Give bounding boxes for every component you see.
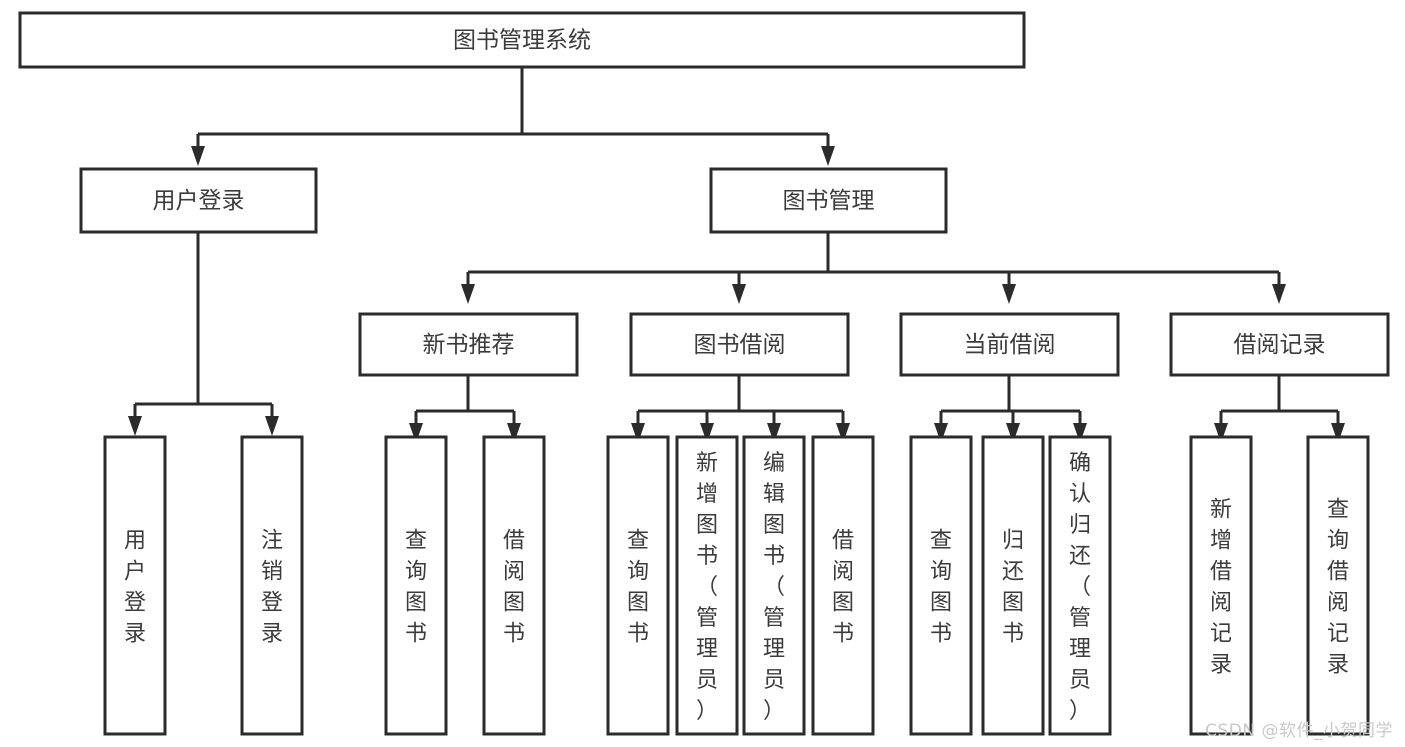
node-level3-借阅记录[interactable]: 借阅记录: [1169, 312, 1390, 377]
node-leaf-用户登录-注销登录[interactable]: 注销登录: [240, 435, 304, 736]
node-leaf-图书借阅-借阅图书-box[interactable]: [811, 435, 875, 736]
node-leaf-当前借阅-归还图书-label: 归还图书: [1002, 529, 1024, 647]
node-leaf-用户登录-注销登录-box[interactable]: [240, 435, 304, 736]
node-level3-当前借阅-box[interactable]: [899, 312, 1120, 377]
arrow-head-icon: [1002, 284, 1016, 304]
node-level3-新书推荐-label: 新书推荐: [423, 332, 515, 358]
connector-bookmgmt-to-level3: [461, 232, 1286, 304]
arrow-head-icon: [934, 423, 948, 443]
node-leaf-用户登录-用户登录-label: 用户登录: [124, 529, 146, 647]
node-leaf-图书借阅-查询图书[interactable]: 查询图书: [606, 435, 670, 736]
node-level3-当前借阅-label: 当前借阅: [964, 332, 1056, 358]
node-leaf-借阅记录-查询借阅记录-box[interactable]: [1306, 435, 1370, 736]
connector-level3-0-to-leaves: [409, 375, 521, 443]
node-root-图书管理系统-box[interactable]: [18, 11, 1026, 69]
arrow-head-icon: [265, 416, 279, 436]
arrow-head-icon: [821, 146, 835, 166]
node-leaf-图书借阅-新增图书管理员-label: 新增图书（管理员）: [696, 451, 718, 724]
node-leaf-图书借阅-查询图书-label: 查询图书: [627, 529, 649, 647]
node-leaf-图书借阅-新增图书管理员-box[interactable]: [675, 435, 739, 736]
node-level2-图书管理-box[interactable]: [709, 167, 948, 234]
node-leaf-当前借阅-查询图书[interactable]: 查询图书: [909, 435, 973, 736]
node-leaf-新书推荐-查询图书-box[interactable]: [384, 435, 448, 736]
connector-layer: [128, 67, 1345, 443]
node-leaf-当前借阅-确认归还管理员[interactable]: 确认归还（管理员）: [1048, 435, 1112, 736]
node-level2-图书管理[interactable]: 图书管理: [709, 167, 948, 234]
node-leaf-图书借阅-编辑图书管理员-label: 编辑图书（管理员）: [763, 451, 785, 724]
node-leaf-用户登录-用户登录[interactable]: 用户登录: [103, 435, 167, 736]
node-level2-图书管理-label: 图书管理: [783, 188, 875, 214]
node-leaf-当前借阅-查询图书-label: 查询图书: [930, 529, 952, 647]
arrow-head-icon: [191, 146, 205, 166]
node-leaf-新书推荐-借阅图书-label: 借阅图书: [503, 529, 525, 647]
node-leaf-当前借阅-确认归还管理员-label: 确认归还（管理员）: [1069, 451, 1091, 724]
node-leaf-借阅记录-新增借阅记录[interactable]: 新增借阅记录: [1189, 435, 1253, 736]
node-level2-用户登录[interactable]: 用户登录: [79, 167, 318, 234]
node-level2-用户登录-box[interactable]: [79, 167, 318, 234]
node-level3-当前借阅[interactable]: 当前借阅: [899, 312, 1120, 377]
node-leaf-图书借阅-编辑图书管理员[interactable]: 编辑图书（管理员）: [742, 435, 806, 736]
node-level3-借阅记录-label: 借阅记录: [1234, 332, 1326, 358]
node-level3-图书借阅-box[interactable]: [629, 312, 850, 377]
connector-level3-1-to-leaves: [631, 375, 850, 443]
node-leaf-图书借阅-借阅图书[interactable]: 借阅图书: [811, 435, 875, 736]
node-leaf-图书借阅-查询图书-box[interactable]: [606, 435, 670, 736]
node-level3-图书借阅-label: 图书借阅: [694, 332, 786, 358]
node-level3-图书借阅[interactable]: 图书借阅: [629, 312, 850, 377]
connector-userlogin-to-leaves: [128, 232, 279, 436]
node-root-图书管理系统[interactable]: 图书管理系统: [18, 11, 1026, 69]
arrow-head-icon: [1272, 284, 1286, 304]
node-level2-用户登录-label: 用户登录: [153, 188, 245, 214]
node-leaf-借阅记录-新增借阅记录-box[interactable]: [1189, 435, 1253, 736]
node-leaf-新书推荐-借阅图书[interactable]: 借阅图书: [482, 435, 546, 736]
node-leaf-图书借阅-编辑图书管理员-box[interactable]: [742, 435, 806, 736]
arrow-head-icon: [1006, 423, 1020, 443]
node-leaf-当前借阅-查询图书-box[interactable]: [909, 435, 973, 736]
arrow-head-icon: [732, 284, 746, 304]
node-leaf-图书借阅-借阅图书-label: 借阅图书: [832, 529, 854, 647]
node-leaf-用户登录-注销登录-label: 注销登录: [261, 529, 283, 647]
arrow-head-icon: [507, 423, 521, 443]
node-leaf-借阅记录-查询借阅记录[interactable]: 查询借阅记录: [1306, 435, 1370, 736]
node-leaf-当前借阅-归还图书[interactable]: 归还图书: [981, 435, 1045, 736]
arrow-head-icon: [631, 423, 645, 443]
node-layer: 图书管理系统用户登录图书管理新书推荐图书借阅当前借阅借阅记录用户登录注销登录查询…: [18, 11, 1390, 736]
node-leaf-新书推荐-查询图书[interactable]: 查询图书: [384, 435, 448, 736]
node-root-图书管理系统-label: 图书管理系统: [453, 28, 591, 54]
arrow-head-icon: [409, 423, 423, 443]
node-leaf-图书借阅-新增图书管理员[interactable]: 新增图书（管理员）: [675, 435, 739, 736]
connector-level3-3-to-leaves: [1214, 375, 1345, 443]
watermark: CSDN @软件_小贺同学: [1205, 721, 1393, 741]
arrow-head-icon: [1214, 423, 1228, 443]
connector-root-to-level2: [191, 67, 835, 166]
arrow-head-icon: [128, 416, 142, 436]
connector-level3-2-to-leaves: [934, 375, 1087, 443]
node-leaf-当前借阅-确认归还管理员-box[interactable]: [1048, 435, 1112, 736]
arrow-head-icon: [1331, 423, 1345, 443]
node-leaf-用户登录-用户登录-box[interactable]: [103, 435, 167, 736]
node-leaf-借阅记录-新增借阅记录-label: 新增借阅记录: [1210, 498, 1232, 678]
arrow-head-icon: [1073, 423, 1087, 443]
node-leaf-当前借阅-归还图书-box[interactable]: [981, 435, 1045, 736]
node-level3-新书推荐[interactable]: 新书推荐: [358, 312, 579, 377]
arrow-head-icon: [700, 423, 714, 443]
node-leaf-借阅记录-查询借阅记录-label: 查询借阅记录: [1327, 498, 1349, 678]
node-level3-借阅记录-box[interactable]: [1169, 312, 1390, 377]
arrow-head-icon: [767, 423, 781, 443]
arrow-head-icon: [836, 423, 850, 443]
node-level3-新书推荐-box[interactable]: [358, 312, 579, 377]
node-leaf-新书推荐-借阅图书-box[interactable]: [482, 435, 546, 736]
node-leaf-新书推荐-查询图书-label: 查询图书: [405, 529, 427, 647]
arrow-head-icon: [461, 284, 475, 304]
